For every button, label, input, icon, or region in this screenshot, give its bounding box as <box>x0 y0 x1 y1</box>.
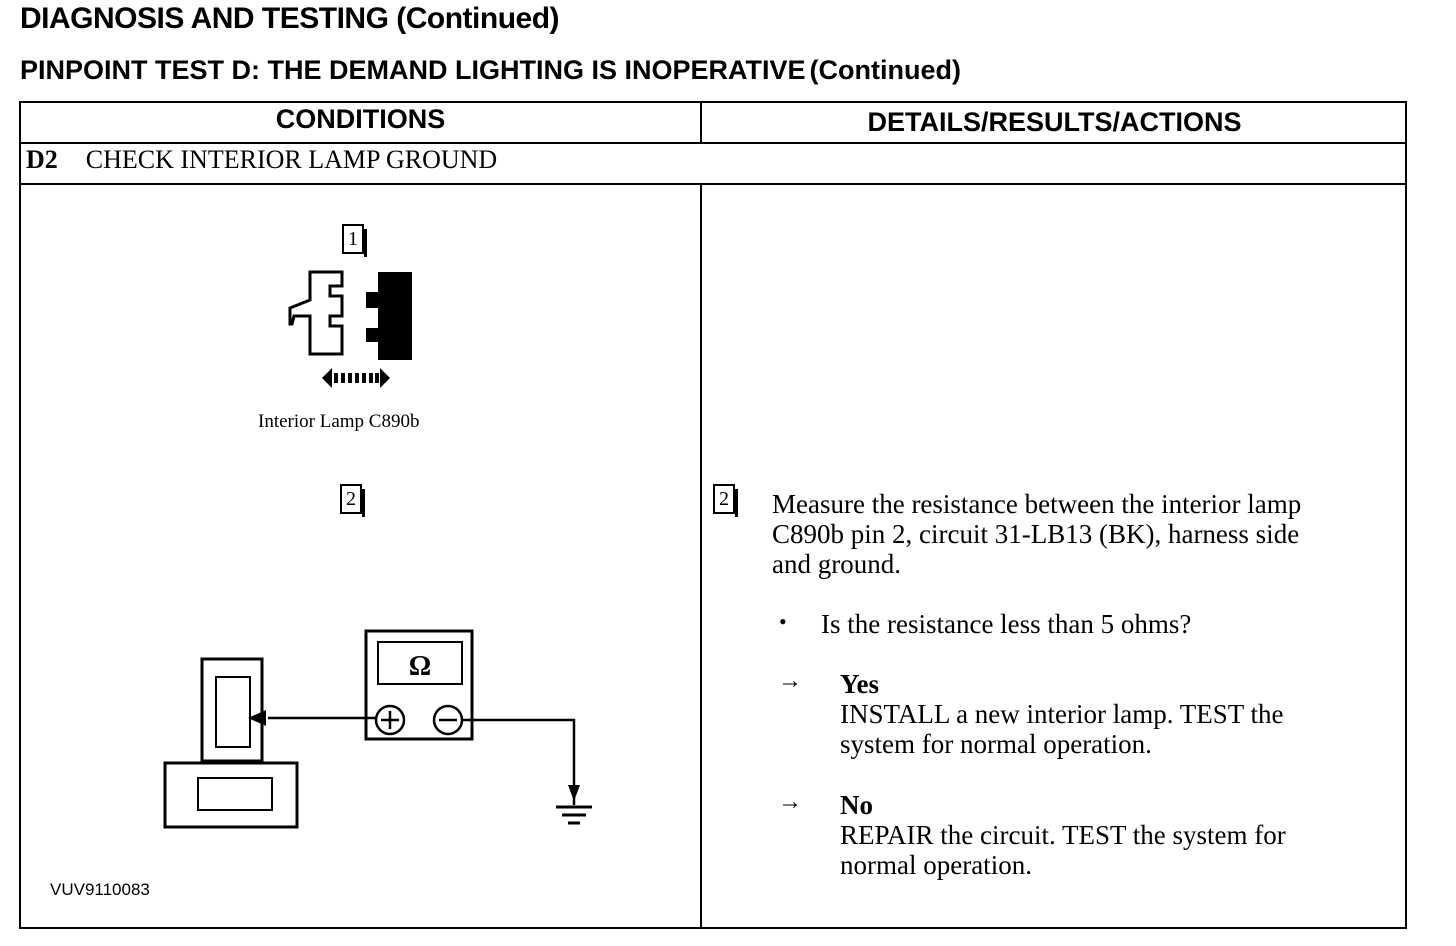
step-code: D2 <box>26 145 58 174</box>
negative-lead <box>462 718 576 805</box>
lamp-connector-terminal <box>215 676 251 748</box>
details-header: DETAILS/RESULTS/ACTIONS <box>867 107 1242 137</box>
ohm-symbol: Ω <box>409 651 431 682</box>
yes-label: Yes <box>840 669 879 699</box>
connector-disconnect-icon <box>288 270 412 388</box>
resistance-test-diagram: Ω <box>163 629 592 829</box>
header-column-divider <box>700 101 702 144</box>
body-column-divider <box>700 184 702 929</box>
no-action-line-2: normal operation. <box>840 850 1032 880</box>
no-action-line-1: REPAIR the circuit. TEST the system for <box>840 820 1286 850</box>
continued-label: (Continued) <box>809 55 961 85</box>
no-label: No <box>840 790 873 820</box>
lamp-base-window <box>197 777 273 811</box>
connector-caption: Interior Lamp C890b <box>258 411 420 432</box>
yes-arrow-icon: → <box>778 668 802 694</box>
page-title: DIAGNOSIS AND TESTING (Continued) <box>20 2 560 35</box>
page-subtitle: PINPOINT TEST D: THE DEMAND LIGHTING IS … <box>20 55 961 86</box>
question-bullet: • <box>779 609 787 634</box>
figure-id: VUV9110083 <box>50 880 150 899</box>
step-title: CHECK INTERIOR LAMP GROUND <box>85 145 498 174</box>
header-divider <box>19 142 1407 144</box>
no-arrow-icon: → <box>778 789 802 815</box>
conditions-header: CONDITIONS <box>275 104 446 134</box>
no-result: No REPAIR the circuit. TEST the system f… <box>840 790 1286 880</box>
step-number-box-2: 2 <box>340 484 365 517</box>
yes-action-line-2: system for normal operation. <box>840 729 1152 759</box>
yes-result: Yes INSTALL a new interior lamp. TEST th… <box>840 669 1284 759</box>
step-row: D2 CHECK INTERIOR LAMP GROUND <box>26 145 497 175</box>
pinpoint-test-title: PINPOINT TEST D: THE DEMAND LIGHTING IS … <box>20 55 806 85</box>
instruction-line-1: Measure the resistance between the inter… <box>772 489 1302 519</box>
step-number-box-1: 1 <box>342 224 367 257</box>
instruction-line-2: C890b pin 2, circuit 31-LB13 (BK), harne… <box>772 519 1300 549</box>
instruction-line-3: and ground. <box>772 549 901 579</box>
lamp-base-outline <box>163 761 299 829</box>
step-divider <box>19 183 1407 185</box>
ohmmeter-display <box>377 641 463 685</box>
probe-arrow-icon <box>248 710 266 726</box>
test-table <box>19 101 1407 929</box>
question-text: Is the resistance less than 5 ohms? <box>821 609 1192 639</box>
yes-action-line-1: INSTALL a new interior lamp. TEST the <box>840 699 1284 729</box>
detail-step-number-box: 2 <box>713 484 738 517</box>
instruction-text: Measure the resistance between the inter… <box>772 489 1301 579</box>
